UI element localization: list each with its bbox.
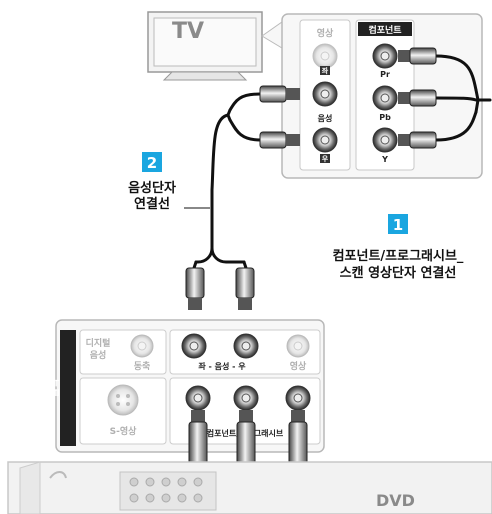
coaxial-label: 동축 xyxy=(134,360,151,372)
tv-component-plugs xyxy=(398,47,437,149)
step-1-number: 1 xyxy=(393,216,403,234)
dvd-unit: DVD xyxy=(7,461,492,514)
step-2-caption-line2: 연결선 xyxy=(134,196,170,212)
output-label-bar xyxy=(60,330,76,446)
step-2-badge xyxy=(142,152,162,172)
svideo-jack xyxy=(107,384,139,416)
dvd-component-plugs xyxy=(188,410,308,471)
tv-rear-panel: 영상 좌 음성 우 컴포넌트 Pr Pb Y xyxy=(281,13,483,179)
digital-audio-line1: 디지털 xyxy=(86,337,111,349)
output-label: 출력 xyxy=(48,379,61,397)
dvd-label: DVD xyxy=(376,491,415,510)
tv-illustration: TV xyxy=(147,11,263,81)
step-1-badge xyxy=(388,214,408,234)
tv-left-marker: 좌 xyxy=(322,66,329,75)
dvd-rear-panel: 출력 디지털 음성 동축 S-영상 좌 - 음성 - 우 영상 컴포넌트/프로그… xyxy=(48,319,325,453)
digital-audio-line2: 음성 xyxy=(90,349,107,361)
callout-pointer xyxy=(261,21,283,49)
component-cable xyxy=(434,54,492,142)
tv-label: TV xyxy=(172,19,204,44)
tv-left-marker-box xyxy=(320,66,330,75)
tv-audio-label: 음성 xyxy=(318,113,333,123)
step-1-caption-line1: 컴포넌트/프로그래시브_ xyxy=(333,249,464,264)
tv-video-label: 영상 xyxy=(317,27,334,39)
dvd-audio-row-label: 좌 - 음성 - 우 xyxy=(198,361,246,371)
dvd-audio-plugs xyxy=(185,267,255,310)
step-2-caption-line1: 음성단자 xyxy=(128,180,176,196)
tv-y-label: Y xyxy=(381,155,388,164)
tv-audio-plugs xyxy=(259,85,300,149)
step-2-callout: 2 음성단자 연결선 xyxy=(128,152,210,212)
step-1-caption-line2: 스캔 영상단자 연결선 xyxy=(340,265,457,281)
tv-component-title: 컴포넌트 xyxy=(368,24,402,36)
tv-pr-label: Pr xyxy=(380,70,390,79)
step-1-callout: 1 컴포넌트/프로그래시브_ 스캔 영상단자 연결선 xyxy=(333,214,464,281)
svideo-label: S-영상 xyxy=(110,425,137,437)
step-2-number: 2 xyxy=(147,154,157,172)
tv-pb-label: Pb xyxy=(379,113,391,122)
tv-right-marker: 우 xyxy=(322,154,329,163)
audio-cable xyxy=(192,92,262,270)
dvd-video-label: 영상 xyxy=(290,360,307,372)
